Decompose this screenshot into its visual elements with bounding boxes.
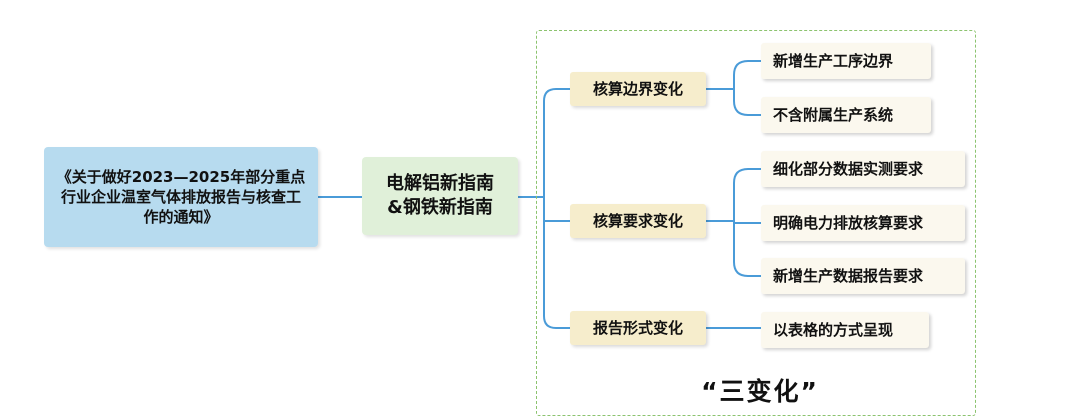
root-node-text: 《关于做好2023—2025年部分重点行业企业温室气体排放报告与核查工作的通知》 bbox=[56, 167, 306, 227]
connector-center-branches bbox=[518, 88, 570, 329]
connector-branch-1-leaves bbox=[706, 60, 761, 116]
branch-node-accounting-boundary: 核算边界变化 bbox=[570, 72, 706, 106]
leaf-node-refine-measurement: 细化部分数据实测要求 bbox=[761, 151, 965, 187]
branch-node-accounting-requirements: 核算要求变化 bbox=[570, 204, 706, 238]
root-node-notice-title: 《关于做好2023—2025年部分重点行业企业温室气体排放报告与核查工作的通知》 bbox=[44, 147, 318, 247]
three-changes-group-box bbox=[536, 30, 976, 416]
leaf-node-production-data-report: 新增生产数据报告要求 bbox=[761, 258, 965, 294]
leaf-node-exclude-auxiliary-systems: 不含附属生产系统 bbox=[761, 97, 931, 133]
leaf-node-table-format: 以表格的方式呈现 bbox=[761, 312, 929, 348]
caption-three-changes: “三变化” bbox=[701, 377, 819, 406]
center-node-line-2: &钢铁新指南 bbox=[387, 197, 493, 218]
leaf-node-new-process-boundary: 新增生产工序边界 bbox=[761, 43, 931, 79]
center-node-text: 电解铝新指南 &钢铁新指南 bbox=[386, 172, 494, 221]
center-node-new-guidelines: 电解铝新指南 &钢铁新指南 bbox=[362, 157, 518, 235]
connector-branch-2-leaves bbox=[706, 168, 761, 277]
branch-node-report-format: 报告形式变化 bbox=[570, 311, 706, 345]
center-node-line-1: 电解铝新指南 bbox=[386, 172, 494, 194]
leaf-node-electricity-emissions: 明确电力排放核算要求 bbox=[761, 205, 965, 241]
